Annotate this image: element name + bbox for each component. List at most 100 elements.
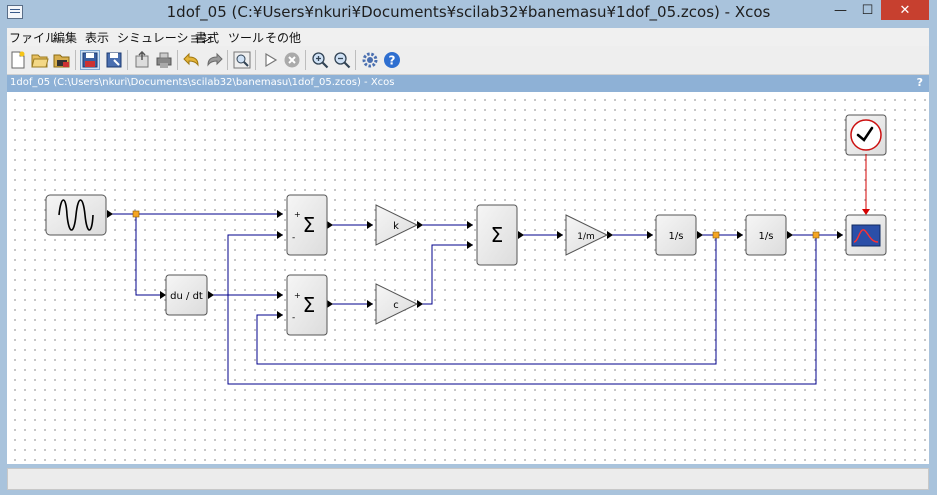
port-out-k bbox=[417, 221, 423, 229]
sum1-minus-sign: - bbox=[292, 233, 295, 243]
port-out-integ1 bbox=[697, 231, 703, 239]
menu-view[interactable]: 表示 bbox=[85, 31, 110, 45]
sum-block-1[interactable]: + - Σ bbox=[286, 194, 328, 256]
gain-c-label: c bbox=[393, 300, 399, 311]
maximize-button[interactable]: ☐ bbox=[861, 2, 874, 18]
open-icon[interactable] bbox=[31, 51, 49, 69]
event-arrowhead bbox=[862, 209, 870, 215]
port-in-integ2 bbox=[737, 231, 743, 239]
sum-block-2[interactable]: + - Σ bbox=[286, 274, 328, 336]
scope-block[interactable] bbox=[845, 214, 887, 256]
zoom-in-icon[interactable] bbox=[311, 51, 329, 69]
menu-other[interactable]: その他 bbox=[265, 31, 302, 45]
link-c-to-sum3[interactable] bbox=[417, 244, 473, 305]
port-out-deriv bbox=[208, 291, 214, 299]
window-title: 1dof_05 (C:¥Users¥nkuri¥Documents¥scilab… bbox=[166, 3, 771, 21]
integrator1-label: 1/s bbox=[669, 231, 684, 242]
port-out-integ2 bbox=[787, 231, 793, 239]
sum2-plus-sign: + bbox=[294, 291, 301, 300]
sum2-minus-sign: - bbox=[292, 313, 295, 323]
port-in-k bbox=[367, 221, 373, 229]
derivative-label: du / dt bbox=[170, 291, 203, 302]
gain-block-1-over-m[interactable]: 1/m bbox=[565, 214, 609, 256]
title-bar[interactable]: 1dof_05 (C:¥Users¥nkuri¥Documents¥scilab… bbox=[0, 0, 937, 28]
zoom-fit-icon[interactable] bbox=[233, 51, 251, 69]
link-group bbox=[107, 213, 843, 385]
port-in-sum2-b bbox=[277, 311, 283, 319]
port-out-sum3 bbox=[518, 231, 524, 239]
arrowhead-group bbox=[107, 210, 843, 319]
svg-text:?: ? bbox=[389, 54, 396, 68]
menu-bar: ファイル 編集 表示 シミュレーション 書式 ツール その他 bbox=[7, 28, 929, 46]
port-in-scope bbox=[837, 231, 843, 239]
port-out-sine bbox=[107, 210, 113, 218]
port-in-sum3-b bbox=[467, 241, 473, 249]
sum1-plus-sign: + bbox=[294, 210, 301, 219]
menu-file[interactable]: ファイル bbox=[9, 31, 58, 45]
help-icon[interactable]: ? bbox=[383, 51, 401, 69]
document-help-button[interactable]: ? bbox=[916, 76, 923, 89]
link-velocity-feedback[interactable] bbox=[256, 235, 717, 365]
port-in-sum3-a bbox=[467, 221, 473, 229]
sum3-sigma-label: Σ bbox=[491, 223, 504, 247]
sine-generator-block[interactable] bbox=[45, 194, 107, 236]
menu-simulation[interactable]: シミュレーション bbox=[117, 31, 213, 45]
integrator-block-2[interactable]: 1/s bbox=[745, 214, 787, 256]
menu-format[interactable]: 書式 bbox=[195, 31, 220, 45]
split-point-sine[interactable] bbox=[132, 210, 140, 218]
setup-icon[interactable] bbox=[361, 51, 379, 69]
diagram-svg[interactable]: + - Σ + - Σ du / dt k c Σ bbox=[7, 92, 929, 464]
toolbar: ? bbox=[7, 46, 929, 75]
gain-k-label: k bbox=[393, 221, 399, 232]
gain-m-label: 1/m bbox=[577, 232, 595, 242]
save-icon[interactable] bbox=[80, 50, 100, 70]
gain-block-c[interactable]: c bbox=[375, 283, 419, 325]
port-in-sum1-a bbox=[277, 210, 283, 218]
derivative-block[interactable]: du / dt bbox=[165, 274, 208, 316]
minimize-button[interactable]: — bbox=[834, 2, 847, 18]
zoom-out-icon[interactable] bbox=[333, 51, 351, 69]
port-out-sum2 bbox=[327, 300, 333, 308]
undo-icon[interactable] bbox=[183, 51, 201, 69]
status-bar bbox=[7, 468, 929, 490]
menu-edit[interactable]: 編集 bbox=[53, 31, 78, 45]
print-icon[interactable] bbox=[155, 51, 173, 69]
integrator-block-1[interactable]: 1/s bbox=[655, 214, 697, 256]
link-split-to-deriv[interactable] bbox=[135, 214, 160, 296]
sum2-sigma-label: Σ bbox=[303, 293, 316, 317]
link-position-feedback[interactable] bbox=[227, 234, 817, 385]
save-as-icon[interactable] bbox=[105, 51, 123, 69]
integrator2-label: 1/s bbox=[759, 231, 774, 242]
gain-block-k[interactable]: k bbox=[375, 204, 419, 246]
scope-screen-icon bbox=[851, 224, 881, 247]
port-out-sum1 bbox=[327, 221, 333, 229]
split-point-position[interactable] bbox=[812, 231, 820, 239]
sine-wave-icon bbox=[58, 199, 94, 231]
scope-curve bbox=[853, 229, 879, 243]
xcos-app-icon[interactable] bbox=[7, 5, 23, 19]
diagram-canvas[interactable]: + - Σ + - Σ du / dt k c Σ bbox=[7, 92, 929, 464]
stop-icon[interactable] bbox=[283, 51, 301, 69]
close-button[interactable]: ✕ bbox=[881, 0, 929, 20]
sum-block-3[interactable]: Σ bbox=[476, 204, 518, 266]
port-out-c bbox=[417, 300, 423, 308]
sum1-sigma-label: Σ bbox=[303, 213, 316, 237]
port-in-sum2-a bbox=[277, 291, 283, 299]
port-in-sum1-b bbox=[277, 231, 283, 239]
export-icon[interactable] bbox=[133, 51, 151, 69]
start-icon[interactable] bbox=[261, 51, 279, 69]
redo-icon[interactable] bbox=[205, 51, 223, 69]
document-title: 1dof_05 (C:\Users\nkuri\Documents\scilab… bbox=[10, 77, 395, 88]
menu-tools[interactable]: ツール bbox=[228, 31, 265, 45]
port-in-deriv bbox=[160, 291, 166, 299]
port-out-m bbox=[607, 231, 613, 239]
split-point-velocity[interactable] bbox=[712, 231, 720, 239]
new-diagram-icon[interactable] bbox=[9, 51, 27, 69]
open-in-scilab-icon[interactable] bbox=[53, 51, 71, 69]
port-in-m bbox=[557, 231, 563, 239]
port-in-integ1 bbox=[647, 231, 653, 239]
document-title-bar: 1dof_05 (C:\Users\nkuri\Documents\scilab… bbox=[7, 75, 929, 92]
clock-hands-icon bbox=[856, 126, 874, 142]
port-in-c bbox=[367, 300, 373, 308]
clock-block[interactable] bbox=[845, 114, 887, 156]
